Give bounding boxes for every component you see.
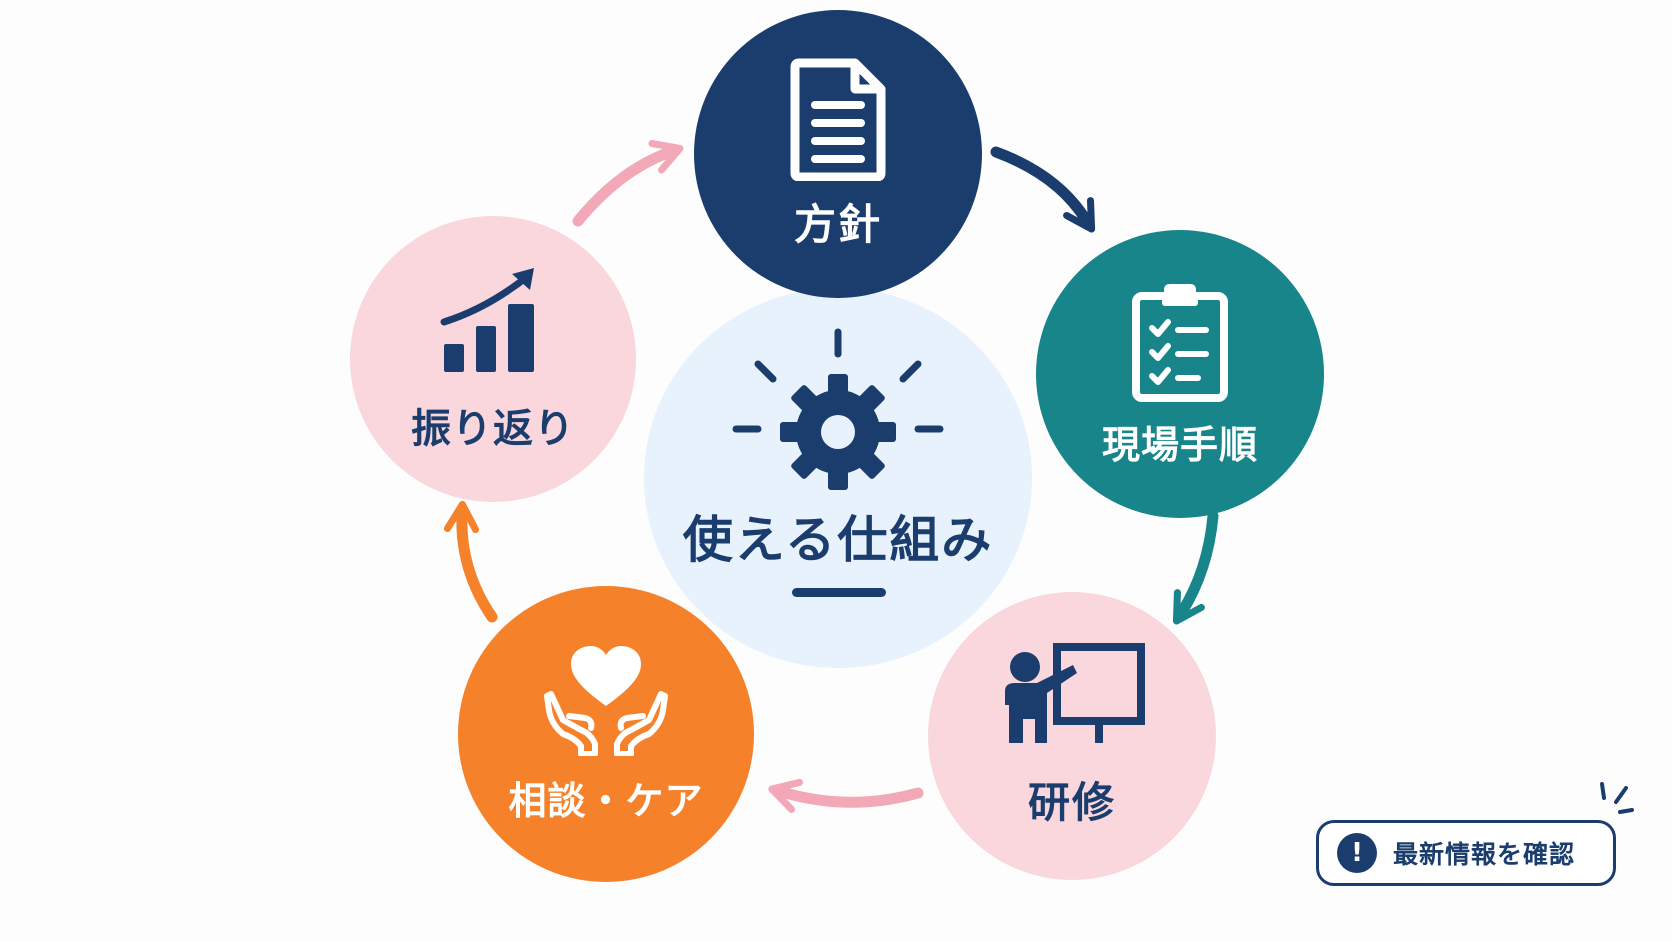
cycle-node-training: 研修 (928, 592, 1216, 880)
cycle-node-procedure: 現場手順 (1036, 230, 1324, 518)
arrow-training-to-care (768, 778, 924, 813)
presentation-icon (1005, 642, 1145, 743)
heart-hands-icon (544, 645, 668, 756)
growth-chart-icon (440, 268, 534, 372)
document-icon (790, 58, 886, 181)
cycle-node-label: 方針 (793, 199, 882, 249)
center-underline (792, 588, 886, 597)
arrow-care-to-review (443, 500, 498, 623)
cycle-node-label: 相談・ケア (508, 778, 704, 823)
center-title: 使える仕組み (682, 511, 994, 569)
check-latest-info-button[interactable]: ! 最新情報を確認 (1316, 820, 1616, 886)
cycle-node-care: 相談・ケア (458, 586, 754, 882)
clipboard-checklist-icon (1132, 283, 1228, 402)
sparkle-icon (1600, 782, 1634, 814)
gear-icon (732, 328, 944, 490)
cycle-node-review: 振り返り (350, 216, 636, 502)
exclamation-icon: ! (1337, 833, 1377, 873)
cycle-node-label: 研修 (1027, 777, 1116, 827)
cycle-node-label: 現場手順 (1101, 422, 1258, 467)
cycle-node-label: 振り返り (411, 406, 575, 452)
arrow-policy-to-procedure (990, 146, 1096, 233)
check-latest-info-label: 最新情報を確認 (1393, 840, 1576, 869)
cycle-node-policy: 方針 (694, 10, 982, 298)
arrow-procedure-to-training (1172, 510, 1219, 625)
arrow-review-to-policy (572, 140, 684, 227)
